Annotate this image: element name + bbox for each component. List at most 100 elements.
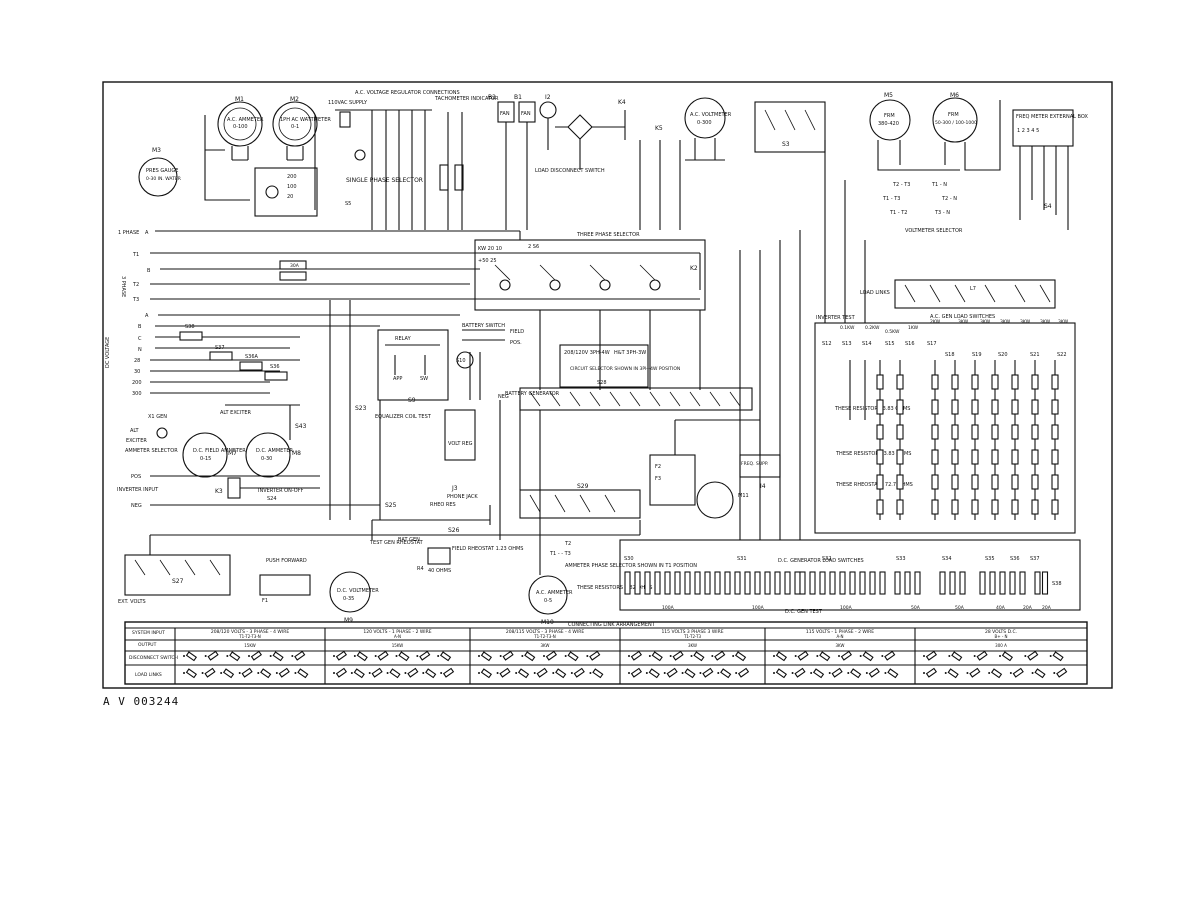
- link-symbol: [499, 667, 511, 678]
- link-symbol: [1027, 650, 1039, 661]
- switch-s3: S3: [754, 101, 826, 153]
- push-forward: PUSH FORWARD F1: [259, 558, 311, 604]
- dc-resistor-bank: [624, 571, 1049, 595]
- link-terminal: [564, 655, 567, 657]
- svg-text:FAN: FAN: [500, 111, 510, 117]
- link-terminal: [478, 672, 480, 674]
- table-cell-output: 3KW: [541, 643, 550, 648]
- link-symbol: [976, 650, 988, 661]
- dc-load-resistor: [949, 571, 956, 595]
- ac-load-resistor: [896, 399, 904, 415]
- svg-text:S33: S33: [896, 556, 906, 562]
- svg-text:0.2KW: 0.2KW: [865, 325, 880, 331]
- meter-m4: A.C. VOLTMETER 0-300: [684, 97, 732, 161]
- link-symbol: [517, 668, 530, 679]
- single-phase-selector: 200 100 20 SINGLE PHASE SELECTOR S5: [254, 167, 423, 217]
- svg-text:0-5: 0-5: [544, 598, 552, 604]
- ac-load-resistor: [876, 374, 884, 390]
- svg-text:3 PHASE: 3 PHASE: [120, 276, 126, 297]
- link-terminal: [838, 655, 840, 657]
- link-terminal: [386, 672, 389, 674]
- ac-load-resistor: [971, 374, 979, 390]
- link-symbol: [812, 668, 825, 679]
- link-terminal: [226, 655, 229, 657]
- svg-text:0.5KW: 0.5KW: [885, 329, 900, 335]
- link-symbol: [630, 667, 643, 678]
- link-symbol: [868, 667, 880, 678]
- svg-text:A: A: [145, 230, 149, 236]
- svg-text:NEG: NEG: [131, 503, 142, 509]
- link-terminal: [437, 655, 440, 657]
- svg-text:RHEO RES: RHEO RES: [430, 502, 456, 508]
- link-symbol: [297, 668, 309, 679]
- svg-text:3KW: 3KW: [980, 319, 991, 325]
- link-symbol: [925, 650, 938, 661]
- table-cell-system: 208/115 VOLTS - 3 PHASE - 4 WIRE: [506, 629, 584, 635]
- ac-load-resistor: [876, 449, 884, 465]
- meter-m1: M1 A.C. AMMETER 0-100: [217, 96, 264, 147]
- svg-text:S21: S21: [1030, 352, 1040, 358]
- link-symbol: [480, 668, 493, 679]
- link-symbol: [737, 667, 750, 678]
- link-symbol: [229, 651, 241, 662]
- freq-meter-box: FREQ METER EXTERNAL BOX 1 2 3 4 5: [1012, 109, 1088, 230]
- link-terminal: [353, 655, 356, 657]
- svg-text:20: 20: [287, 194, 293, 200]
- svg-text:100A: 100A: [752, 605, 765, 611]
- svg-text:KW 20 10: KW 20 10: [478, 246, 502, 252]
- dc-load-resistor: [744, 571, 751, 595]
- battery-switch: BATTERY SWITCH FIELD POS. BATTERY GENERA…: [456, 323, 560, 400]
- ac-load-resistor: [991, 449, 999, 465]
- dc-load-resistor: [849, 571, 856, 595]
- svg-text:S27: S27: [172, 578, 184, 585]
- dc-load-resistor: [714, 571, 721, 595]
- link-symbol: [651, 651, 663, 662]
- link-terminal: [543, 655, 545, 657]
- link-terminal: [648, 655, 651, 657]
- meter-m10: A.C. AMMETER 0-5 M10: [528, 575, 573, 626]
- svg-text:40 OHMS: 40 OHMS: [428, 568, 451, 574]
- link-symbol: [1012, 667, 1024, 678]
- link-symbol: [480, 651, 493, 662]
- rheostats: TEST GEN RHEOSTAT BAT GEN FIELD RHEOSTAT…: [369, 505, 523, 574]
- table-cell-output: 15KW: [244, 643, 256, 648]
- relay-section: RELAY APP SW S9 S23 EQUALIZER COIL TEST: [355, 329, 449, 420]
- ac-load-resistor: [931, 374, 939, 390]
- link-symbol: [884, 650, 896, 661]
- dc-load-resistor: [914, 571, 921, 595]
- svg-text:THESE RESISTORS 7.82 OHMS: THESE RESISTORS 7.82 OHMS: [576, 585, 652, 591]
- dc-load-resistor: [654, 571, 661, 595]
- link-symbol: [419, 650, 431, 661]
- svg-text:T3 - N: T3 - N: [934, 210, 950, 216]
- ac-load-resistor: [931, 499, 939, 515]
- ac-load-resistor: [951, 499, 959, 515]
- link-terminal: [521, 655, 524, 657]
- dc-load-resistor: [624, 571, 631, 595]
- svg-text:LOAD LINKS: LOAD LINKS: [135, 672, 162, 678]
- svg-text:S15: S15: [885, 341, 895, 347]
- svg-text:FREQ. SUPP.: FREQ. SUPP.: [741, 461, 768, 467]
- switch-bank: NEG: [498, 387, 753, 411]
- svg-text:M9: M9: [344, 617, 353, 624]
- svg-text:T2: T2: [132, 282, 139, 288]
- link-terminal: [589, 672, 592, 674]
- ac-load-resistor: [876, 474, 884, 490]
- dc-load-resistor: [684, 571, 691, 595]
- meter-m7: D.C. FIELD AMMETER 0-15 M7: [182, 432, 246, 478]
- ac-load-resistor: [1031, 474, 1039, 490]
- link-terminal: [717, 672, 720, 674]
- link-symbol: [425, 668, 437, 679]
- load-links: LOAD LINKS L7: [860, 279, 1056, 309]
- ac-load-resistor: [971, 424, 979, 440]
- link-terminal: [496, 672, 499, 674]
- link-terminal: [422, 672, 425, 674]
- svg-text:S5: S5: [345, 201, 351, 207]
- svg-text:THESE RESISTORS 3.83 OHMS: THESE RESISTORS 3.83 OHMS: [835, 451, 911, 457]
- switch-s27: S27 EXT. VOLTS: [118, 554, 231, 605]
- svg-text:T1 - N: T1 - N: [931, 182, 947, 188]
- svg-text:T1 - - T3: T1 - - T3: [549, 551, 571, 557]
- link-symbol: [862, 651, 874, 662]
- svg-text:DC VOLTAGE: DC VOLTAGE: [105, 337, 111, 368]
- svg-text:B1: B1: [514, 94, 522, 101]
- link-symbol: [672, 650, 684, 661]
